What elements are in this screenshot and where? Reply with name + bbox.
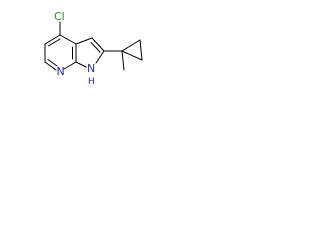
bond-cq-methyl: [121, 50, 125, 71]
bond-c5-c4: [44, 34, 61, 45]
bond-n7-c6: [44, 61, 57, 71]
bond-c7a-n7: [63, 61, 77, 70]
pyrrole-hydrogen-label: H: [88, 77, 95, 87]
chlorine-label: Cl: [54, 10, 65, 23]
bond-ca-cb: [139, 39, 143, 61]
bond-c4a-c3: [75, 37, 93, 45]
pyridine-nitrogen-label: N: [57, 65, 65, 78]
bond-c4-c4a: [59, 34, 77, 45]
bond-c2-n1: [95, 50, 105, 64]
bond-n1-c7a: [75, 61, 87, 68]
bond-n7-c6-inner: [47, 59, 58, 67]
bond-c3-c2-inner: [90, 42, 101, 53]
bond-c5-c4-inner: [48, 38, 61, 47]
bond-c3-c2: [91, 37, 105, 52]
pyrrole-nitrogen-label: N: [87, 62, 95, 75]
bond-cq-cb: [121, 50, 143, 61]
molecule-diagram: Cl N N H: [44, 10, 143, 87]
bond-cq-ca: [121, 39, 141, 52]
structure-canvas: Cl N N H: [0, 0, 185, 106]
